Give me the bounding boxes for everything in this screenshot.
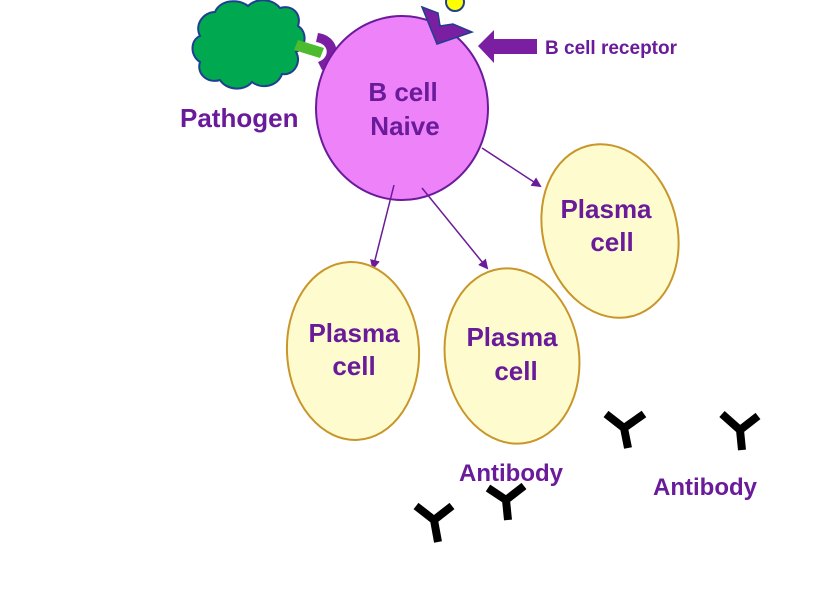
plasma-cell: Plasma cell — [540, 143, 680, 319]
plasma-cell-label-line1: Plasma — [308, 318, 400, 348]
b-cell-body — [315, 15, 489, 201]
plasma-cell-label-line1: Plasma — [560, 194, 652, 224]
edge-to-plasma-right — [481, 147, 542, 188]
plasma-cell-label-line2: cell — [590, 227, 633, 257]
receptor-label: B cell receptor — [545, 38, 678, 59]
plasma-cell-body — [540, 143, 680, 319]
antibody-label: Antibody — [653, 474, 758, 501]
edge-to-plasma-middle — [421, 187, 489, 270]
pathogen-cloud-icon — [191, 0, 306, 90]
plasma-cell-label-line1: Plasma — [466, 322, 558, 352]
antibody-icon — [413, 502, 455, 543]
b-cell-label-line1: B cell — [368, 77, 437, 107]
naive-b-cell: B cell Naive — [315, 15, 489, 201]
plasma-cell: Plasma cell — [285, 261, 421, 441]
antibody-label: Antibody — [459, 460, 564, 487]
plasma-cell-body — [443, 267, 581, 445]
plasma-cell-label-line2: cell — [332, 351, 375, 381]
pathogen-label: Pathogen — [180, 103, 298, 133]
antibody-icon — [603, 410, 647, 449]
receptor-pointer-arrow — [478, 30, 537, 63]
antigen-icon — [445, 0, 465, 12]
antibody-icon — [485, 482, 527, 521]
b-cell-receptor-icon — [420, 5, 475, 45]
pathogen — [191, 0, 324, 90]
plasma-cell-label-line2: cell — [494, 356, 537, 386]
b-cell-label-line2: Naive — [370, 111, 439, 141]
plasma-cell-body — [285, 261, 421, 441]
pathogen-antigen-stem — [294, 40, 324, 58]
plasma-cell: Plasma cell — [443, 267, 581, 445]
edge-to-plasma-left — [370, 184, 395, 270]
antibody-icon — [719, 411, 761, 451]
